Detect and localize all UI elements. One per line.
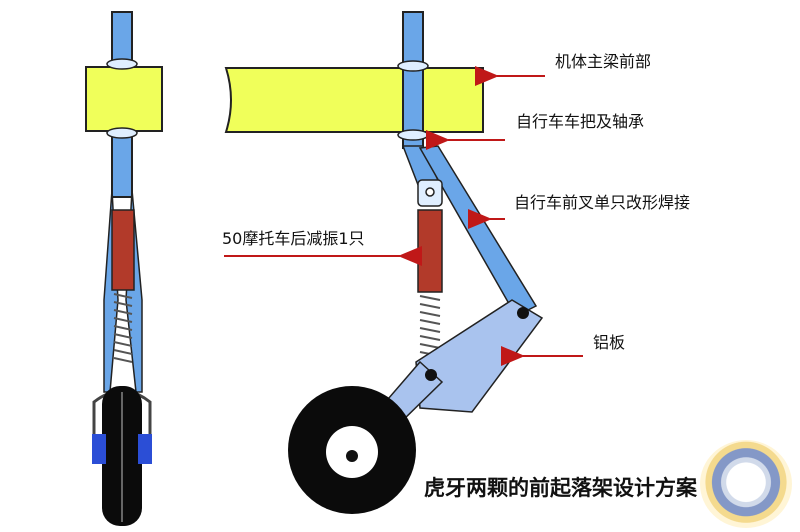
label-shock-absorber: 50摩托车后减振1只 xyxy=(222,229,365,248)
front-collar-bottom xyxy=(106,127,138,139)
side-frame-beam xyxy=(224,67,484,133)
label-bicycle-fork: 自行车前叉单只改形焊接 xyxy=(514,193,691,212)
side-aluminum-plate xyxy=(415,299,544,413)
side-shock-body xyxy=(417,209,443,293)
front-view xyxy=(85,11,163,526)
label-frame-front: 机体主梁前部 xyxy=(555,52,652,71)
callout-arrows xyxy=(224,66,583,366)
front-shock-spring xyxy=(113,293,133,363)
label-aluminum-plate: 铝板 xyxy=(593,333,626,352)
side-collar-bottom xyxy=(397,129,429,141)
front-shock-body xyxy=(111,209,135,291)
side-collar-top xyxy=(397,60,429,72)
front-hub-right xyxy=(138,434,152,464)
front-hub-left xyxy=(92,434,106,464)
side-shock-spring xyxy=(419,295,441,357)
label-bicycle-bearing: 自行车车把及轴承 xyxy=(516,112,645,131)
side-view xyxy=(224,11,544,514)
watermark-logo xyxy=(700,440,792,528)
pivot-bolt-upper xyxy=(517,307,529,319)
front-collar-top xyxy=(106,58,138,70)
axle-bolt xyxy=(346,450,358,462)
pivot-bolt-lower xyxy=(425,369,437,381)
front-frame-beam xyxy=(85,66,163,132)
diagram-caption: 虎牙两颗的前起落架设计方案 xyxy=(424,476,697,500)
side-strut-tube xyxy=(402,11,424,149)
